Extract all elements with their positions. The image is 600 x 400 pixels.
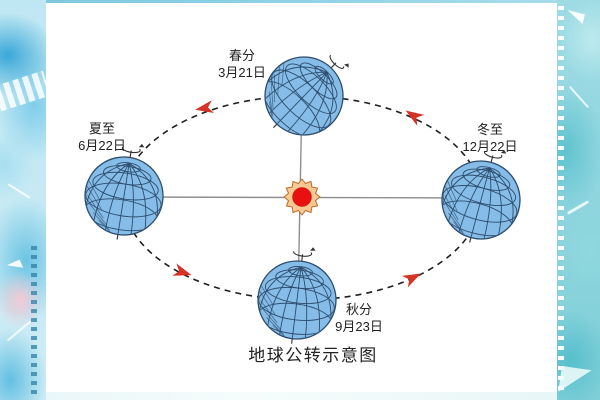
season-name: 秋分	[345, 302, 372, 317]
filmstrip-dots-left-icon	[31, 246, 37, 396]
label-winter-solstice: 冬至 12月22日	[435, 121, 545, 155]
diagram-title: 地球公转示意图	[248, 346, 378, 365]
watercolor-border-left	[0, 0, 46, 400]
orbit-direction-arrow-icon	[194, 100, 215, 117]
label-spring-equinox: 春分 3月21日	[187, 47, 297, 81]
watercolor-border-right	[557, 0, 600, 400]
season-date: 6月22日	[78, 138, 126, 153]
season-name: 春分	[228, 48, 255, 63]
sun	[283, 178, 321, 216]
orbit-direction-arrow-icon	[402, 105, 425, 126]
orbit-direction-arrow-icon	[172, 263, 194, 282]
season-name: 夏至	[88, 121, 115, 136]
season-date: 12月22日	[462, 139, 518, 154]
season-date: 9月23日	[335, 319, 383, 334]
filmstrip-dots-right-icon	[558, 6, 564, 396]
label-summer-solstice: 夏至 6月22日	[47, 120, 157, 154]
season-name: 冬至	[476, 122, 503, 137]
orbit-direction-arrow-icon	[401, 267, 424, 288]
watercolor-border-bottom	[46, 392, 557, 400]
watercolor-border-top	[46, 0, 557, 3]
label-autumn-equinox: 秋分 9月23日	[304, 301, 414, 335]
season-date: 3月21日	[218, 65, 266, 80]
